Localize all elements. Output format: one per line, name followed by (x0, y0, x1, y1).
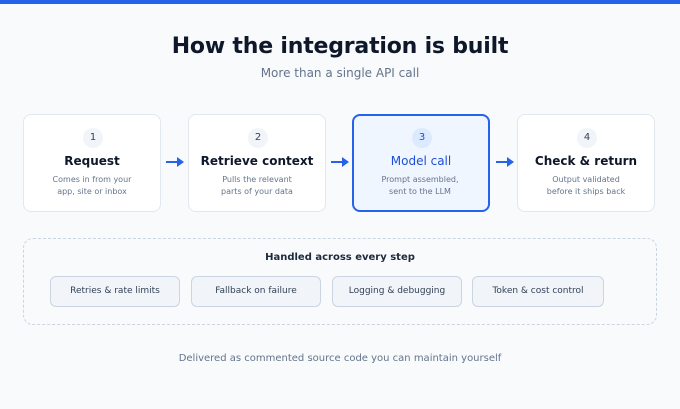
step-card-check-return: 4 Check & return Output validated before… (517, 114, 655, 212)
step-description-line: Comes in from your (52, 175, 132, 184)
step-card-retrieve-context: 2 Retrieve context Pulls the relevant pa… (188, 114, 326, 212)
step-title: Model call (390, 154, 452, 168)
step-description: Comes in from your app, site or inbox (30, 174, 154, 198)
page-subtitle: More than a single API call (260, 66, 420, 80)
step-description-line: before it ships back (546, 187, 626, 196)
arrow-right-icon (331, 157, 349, 167)
step-description-line: Pulls the relevant (222, 175, 292, 184)
step-description-line: Prompt assembled, (381, 175, 459, 184)
step-description: Output validated before it ships back (524, 174, 648, 198)
step-title: Request (64, 154, 120, 168)
step-number-badge: 1 (83, 128, 103, 148)
footer-note: Delivered as commented source code you c… (178, 353, 502, 364)
step-title: Retrieve context (200, 154, 314, 168)
chip-retries-rate-limits: Retries & rate limits (50, 276, 180, 307)
chip-fallback-on-failure: Fallback on failure (191, 276, 321, 307)
cross-cutting-concerns-panel: Handled across every step Retries & rate… (23, 238, 657, 325)
step-description-line: Output validated (552, 175, 620, 184)
step-title: Check & return (534, 154, 638, 168)
chip-token-cost-control: Token & cost control (472, 276, 604, 307)
page-title: How the integration is built (171, 34, 509, 59)
step-card-request: 1 Request Comes in from your app, site o… (23, 114, 161, 212)
step-description-line: parts of your data (221, 187, 293, 196)
chip-logging-debugging: Logging & debugging (332, 276, 462, 307)
step-card-model-call: 3 Model call Prompt assembled, sent to t… (352, 114, 490, 212)
step-description-line: sent to the LLM (389, 187, 451, 196)
arrow-right-icon (166, 157, 184, 167)
top-accent-bar (0, 0, 680, 4)
step-number-badge: 3 (412, 128, 432, 148)
arrow-right-icon (496, 157, 514, 167)
panel-title: Handled across every step (265, 252, 415, 263)
step-number-badge: 4 (577, 128, 597, 148)
step-number-badge: 2 (248, 128, 268, 148)
step-description: Prompt assembled, sent to the LLM (359, 174, 481, 198)
step-description-line: app, site or inbox (57, 187, 127, 196)
step-description: Pulls the relevant parts of your data (195, 174, 319, 198)
